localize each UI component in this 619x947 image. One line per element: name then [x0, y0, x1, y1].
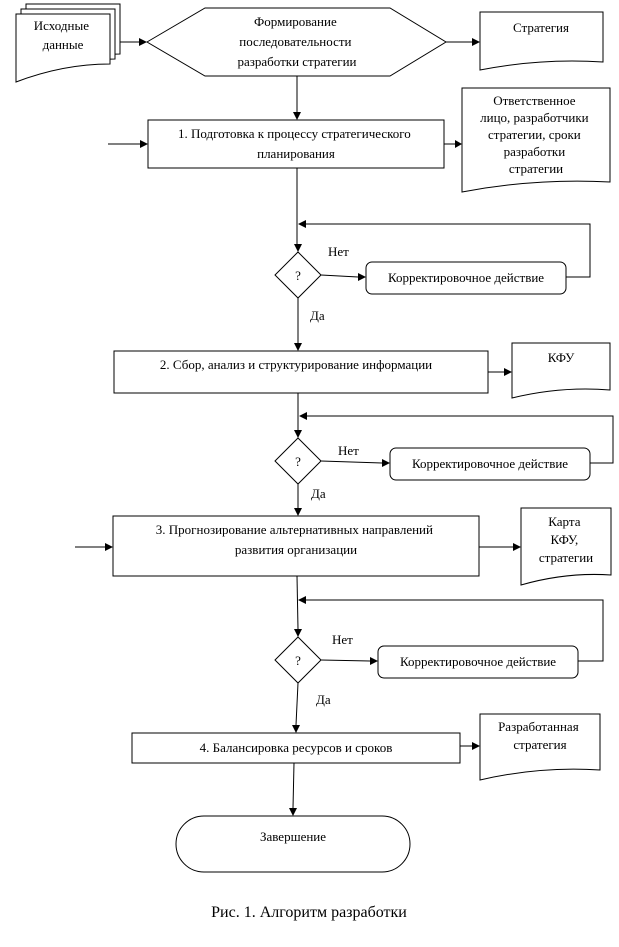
figure-caption: Рис. 1. Алгоритм разработки	[211, 904, 407, 921]
input-data-label: Исходные данные	[34, 18, 92, 52]
step2-doc-label: КФУ	[548, 350, 575, 365]
corrective-action-1: Корректировочное действие	[365, 261, 567, 295]
step3-label: 3. Прогнозирование альтернативных направ…	[156, 522, 436, 557]
decision-2-label: ?	[295, 454, 301, 469]
corrective-action-3: Корректировочное действие	[377, 645, 579, 679]
corrective-action-2: Корректировочное действие	[389, 447, 591, 481]
decision-3: ?	[274, 636, 322, 684]
step4-label: 4. Балансировка ресурсов и сроков	[200, 740, 393, 755]
corrective-1-label: Корректировочное действие	[388, 270, 544, 285]
decision-2: ?	[274, 437, 322, 485]
step2-process: 2. Сбор, анализ и структурирование инфор…	[113, 350, 489, 394]
step1-process: 1. Подготовка к процессу стратегического…	[147, 119, 445, 169]
yes-label-2: Да	[311, 486, 326, 501]
corrective-2-label: Корректировочное действие	[412, 456, 568, 471]
step1-label: 1. Подготовка к процессу стратегического…	[178, 126, 414, 161]
no-label-3: Нет	[332, 632, 353, 647]
decision-3-label: ?	[295, 653, 301, 668]
step2-document: КФУ	[511, 342, 611, 399]
decision-1-label: ?	[295, 268, 301, 283]
strategy-document: Стратегия	[479, 11, 604, 71]
step3-document: Карта КФУ, стратегии	[520, 507, 612, 586]
step4-doc-label: Разработанная стратегия	[498, 719, 582, 752]
input-data-documents: Исходные данные	[15, 3, 121, 83]
end-label: Завершение	[260, 829, 326, 844]
connectors	[75, 38, 614, 816]
no-label-1: Нет	[328, 244, 349, 259]
end-terminator: Завершение	[175, 815, 411, 873]
step1-doc-label: Ответственное лицо, разработчики стратег…	[480, 93, 592, 176]
step3-doc-label: Карта КФУ, стратегии	[539, 514, 593, 565]
start-label: Формирование последовательности разработ…	[237, 14, 356, 69]
strategy-label: Стратегия	[513, 20, 569, 35]
yes-label-3: Да	[316, 692, 331, 707]
step4-document: Разработанная стратегия	[479, 713, 601, 781]
no-label-2: Нет	[338, 443, 359, 458]
decision-1: ?	[274, 251, 322, 299]
start-preparation-shape: Формирование последовательности разработ…	[146, 7, 447, 77]
corrective-3-label: Корректировочное действие	[400, 654, 556, 669]
step2-label: 2. Сбор, анализ и структурирование инфор…	[160, 357, 432, 372]
step4-process: 4. Балансировка ресурсов и сроков	[131, 732, 461, 764]
yes-label-1: Да	[310, 308, 325, 323]
step3-process: 3. Прогнозирование альтернативных направ…	[112, 515, 480, 577]
step1-document: Ответственное лицо, разработчики стратег…	[461, 87, 611, 193]
